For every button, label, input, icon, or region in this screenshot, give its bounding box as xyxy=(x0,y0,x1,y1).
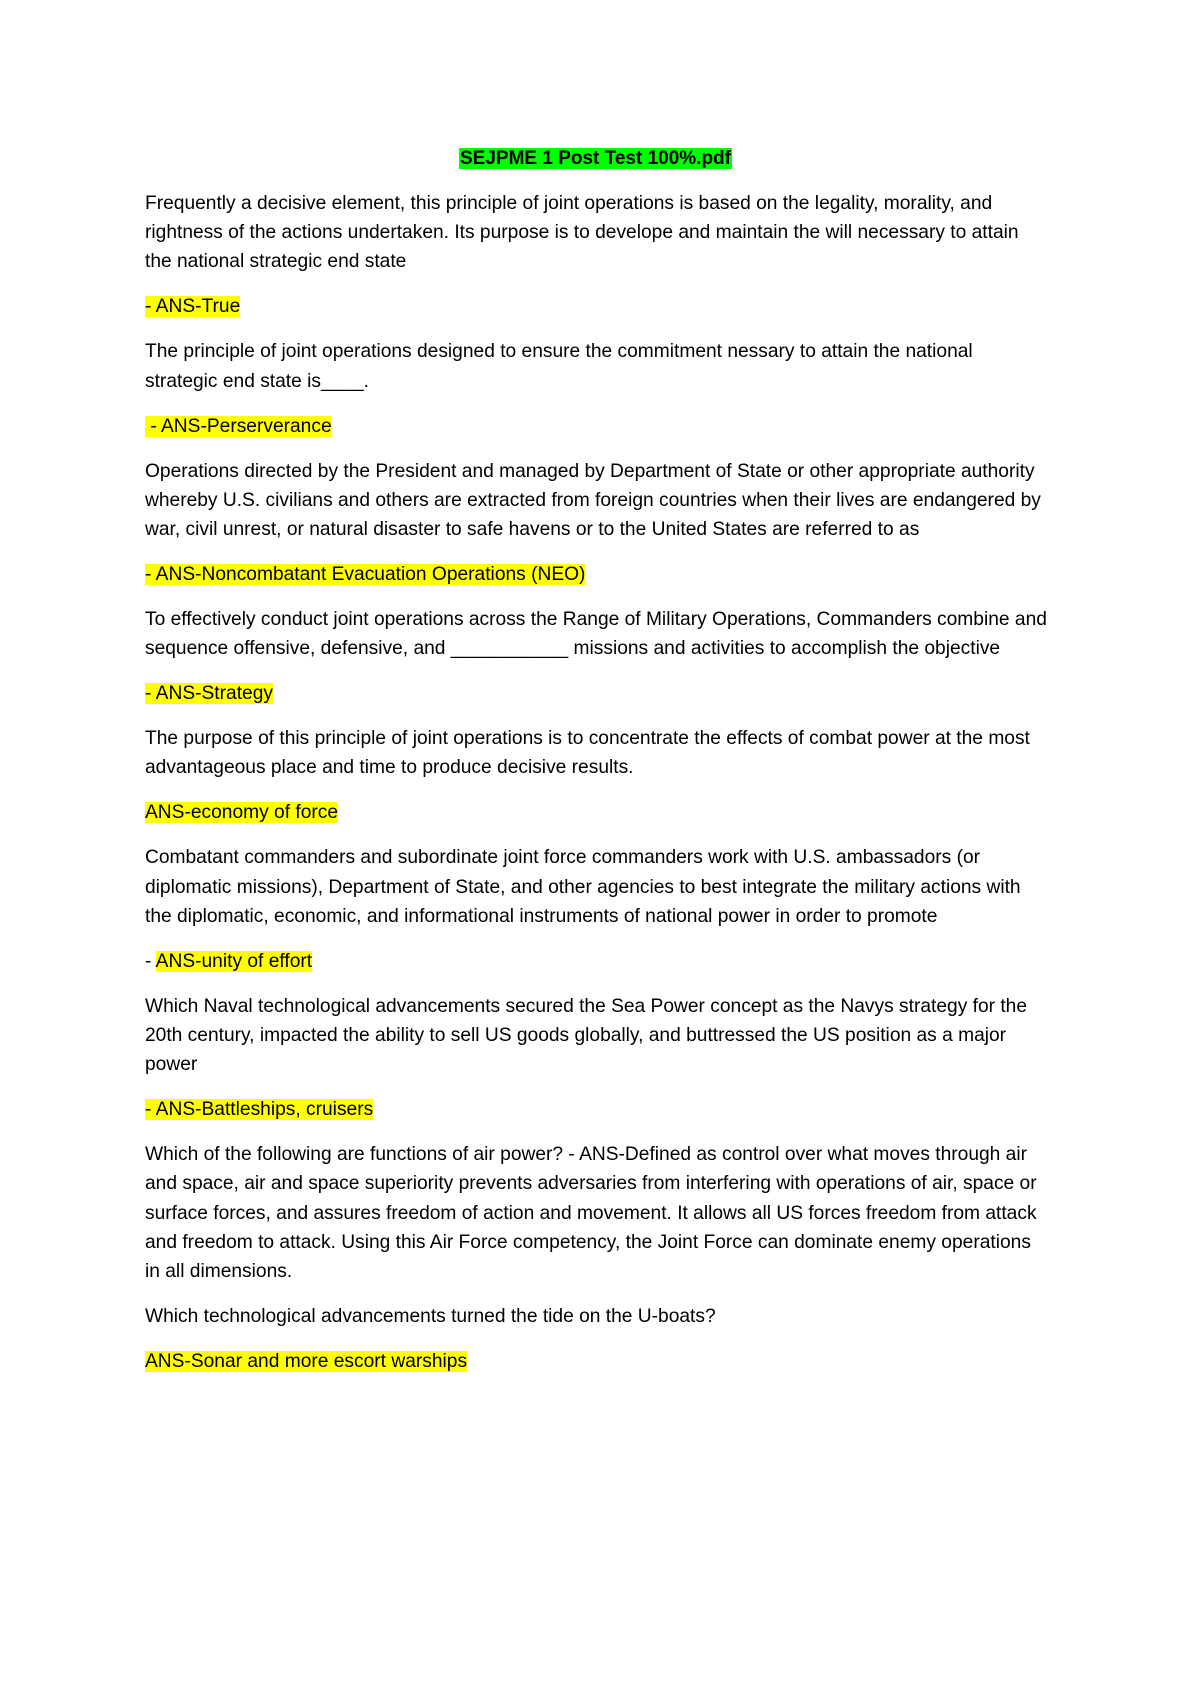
question-4: To effectively conduct joint operations … xyxy=(145,609,1047,660)
question-6: Combatant commanders and subordinate joi… xyxy=(145,847,1021,927)
answer-7-text: - ANS-Battleships, cruisers xyxy=(145,1099,374,1121)
question-8: Which of the following are functions of … xyxy=(145,1144,1037,1283)
question-7: Which Naval technological advancements s… xyxy=(145,995,1028,1076)
answer-6-prefix: - xyxy=(145,950,156,972)
answer-4-text: - ANS-Strategy xyxy=(145,683,273,705)
document-body: Frequently a decisive element, this prin… xyxy=(145,189,1050,1392)
answer-2-text: - ANS-Perserverance xyxy=(145,415,332,437)
answer-5: ANS-economy of force xyxy=(145,798,1050,827)
answer-7: - ANS-Battleships, cruisers xyxy=(145,1095,1050,1124)
answer-9: ANS-Sonar and more escort warships xyxy=(145,1347,1050,1376)
answer-6: - ANS-unity of effort xyxy=(145,947,1050,976)
answer-5-text: ANS-economy of force xyxy=(145,802,339,824)
document-title-text: SEJPME 1 Post Test 100%.pdf xyxy=(458,148,732,169)
answer-1-text: - ANS-True xyxy=(145,296,241,318)
document-title: SEJPME 1 Post Test 100%.pdf xyxy=(0,146,1191,172)
answer-4: - ANS-Strategy xyxy=(145,679,1050,708)
question-9: Which technological advancements turned … xyxy=(145,1306,716,1328)
answer-2: - ANS-Perserverance xyxy=(145,412,1050,441)
answer-3: - ANS-Noncombatant Evacuation Operations… xyxy=(145,560,1050,589)
question-5: The purpose of this principle of joint o… xyxy=(145,728,1030,779)
answer-1: - ANS-True xyxy=(145,292,1050,321)
question-1: Frequently a decisive element, this prin… xyxy=(145,193,1019,273)
question-3: Operations directed by the President and… xyxy=(145,460,1041,541)
answer-3-text: - ANS-Noncombatant Evacuation Operations… xyxy=(145,564,586,586)
question-2: The principle of joint operations design… xyxy=(145,341,973,392)
answer-6-text: ANS-unity of effort xyxy=(155,950,313,972)
answer-9-text: ANS-Sonar and more escort warships xyxy=(145,1351,468,1373)
